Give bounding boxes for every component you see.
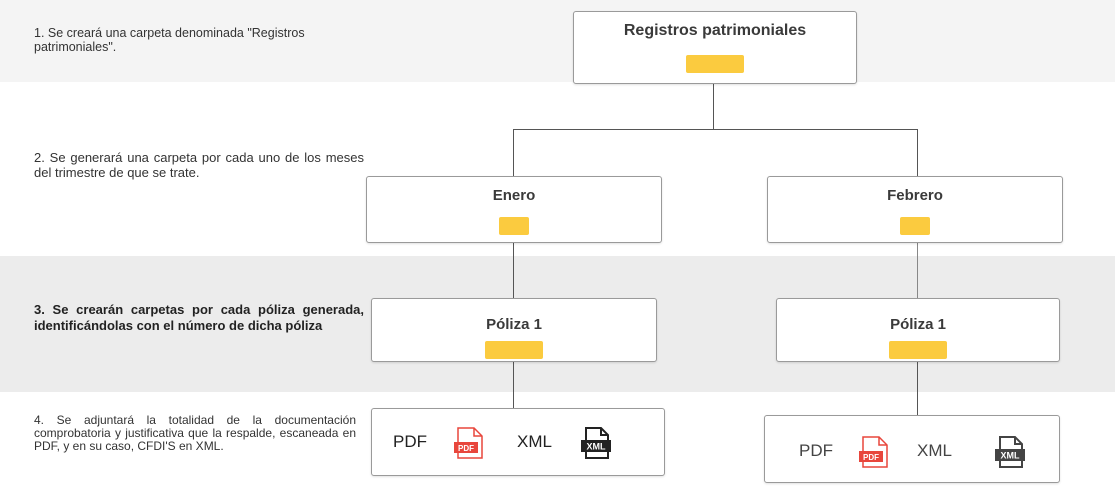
step-3-text: 3. Se crearán carpetas por cada póliza g…	[34, 302, 364, 333]
pdf-label: PDF	[393, 432, 427, 451]
step-2-text: 2. Se generará una carpeta por cada uno …	[34, 150, 364, 180]
folder-icon	[889, 341, 947, 359]
xml-file-icon: XML	[995, 436, 1025, 468]
xml-file-icon: XML	[581, 427, 611, 459]
connector-poliza-files-right	[917, 362, 918, 415]
xml-label: XML	[917, 441, 952, 460]
xml-label: XML	[517, 432, 552, 451]
connector-to-febrero	[917, 129, 918, 176]
folder-icon	[900, 217, 930, 235]
month-title-febrero: Febrero	[887, 187, 943, 204]
pdf-file-icon: PDF	[859, 436, 888, 468]
connector-febrero-poliza	[917, 243, 918, 298]
root-folder-title: Registros patrimoniales	[623, 22, 807, 39]
svg-text:PDF: PDF	[458, 444, 474, 453]
connector-horizontal	[513, 129, 918, 130]
poliza-title-right: Póliza 1	[890, 316, 946, 333]
folder-icon	[485, 341, 543, 359]
month-title-enero: Enero	[492, 187, 536, 204]
connector-to-enero	[513, 129, 514, 176]
step-1-band	[0, 0, 1115, 82]
month-node-febrero: Febrero	[767, 176, 1063, 243]
step-1-text: 1. Se creará una carpeta denominada "Reg…	[34, 26, 305, 54]
svg-text:PDF: PDF	[863, 453, 879, 462]
connector-root-down	[713, 84, 714, 130]
connector-enero-poliza	[513, 243, 514, 298]
poliza-title-left: Póliza 1	[486, 316, 542, 333]
connector-poliza-files-left	[513, 362, 514, 409]
pdf-label: PDF	[799, 441, 833, 460]
step-4-text: 4. Se adjuntará la totalidad de la docum…	[34, 413, 356, 453]
pdf-file-icon: PDF	[454, 427, 483, 459]
files-node-right: PDF PDF XML XML	[764, 415, 1060, 483]
folder-icon	[686, 55, 744, 73]
poliza-node-left: Póliza 1	[371, 298, 657, 362]
files-node-left: PDF PDF XML XML	[371, 408, 665, 476]
poliza-node-right: Póliza 1	[776, 298, 1060, 362]
month-node-enero: Enero	[366, 176, 662, 243]
svg-text:XML: XML	[587, 442, 607, 452]
root-folder-node: Registros patrimoniales	[573, 11, 857, 84]
folder-icon	[499, 217, 529, 235]
svg-text:XML: XML	[1001, 451, 1021, 461]
